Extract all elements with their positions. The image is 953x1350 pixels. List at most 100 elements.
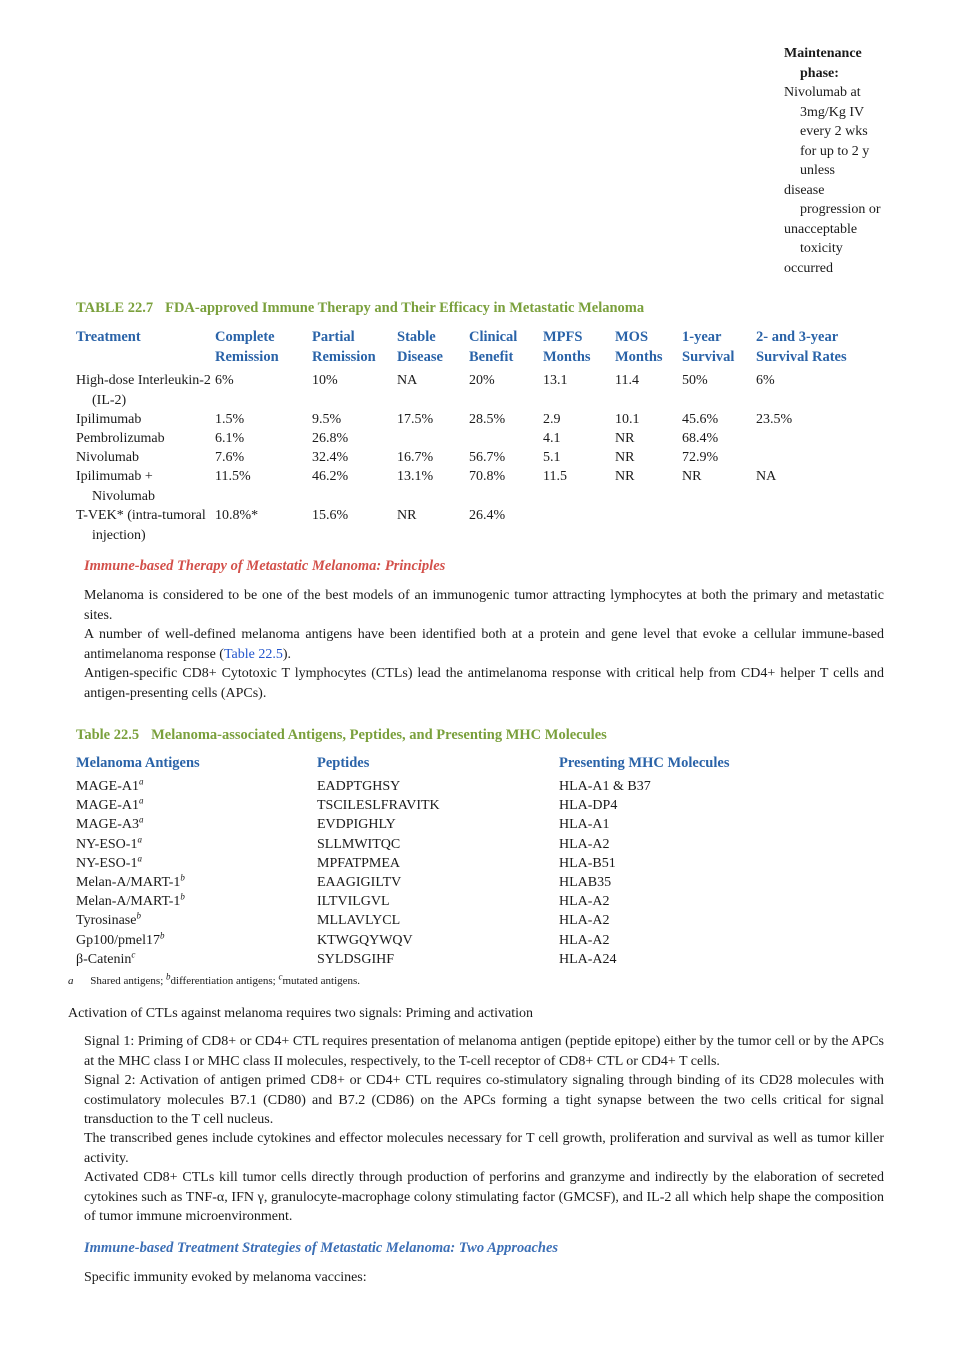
maintenance-line: Nivolumab at	[784, 85, 861, 100]
table-22-7-treatment-cell: Ipilimumab	[76, 412, 142, 427]
footnote-sup-b: b	[166, 971, 171, 982]
table-22-7-cell: 11.5	[543, 469, 567, 484]
header-line-1: Stable	[397, 329, 436, 345]
strategies-paragraph-1: Specific immunity evoked by melanoma vac…	[84, 1270, 367, 1285]
table-22-7-cell: NR	[615, 450, 635, 465]
header-line-1: Clinical	[469, 329, 518, 345]
table-22-5-header: Peptides	[317, 755, 370, 771]
antigen-cell: Tyrosinaseb	[76, 911, 141, 931]
table-22-7-cell: 13.1%	[397, 469, 434, 484]
peptide-cell: ILTVILGVL	[317, 894, 390, 910]
table-22-7-cell: NA	[397, 373, 418, 388]
header-line-2: Months	[543, 349, 591, 365]
table-22-7-cell: 68.4%	[682, 431, 719, 446]
peptide-cell: KTWGQYWQV	[317, 932, 413, 948]
table-22-7-cell: 16.7%	[397, 450, 434, 465]
antigen-name: MAGE-A1	[76, 798, 139, 814]
maintenance-line: every 2 wks	[800, 124, 868, 139]
table-22-5-link[interactable]: Table 22.5	[223, 646, 283, 662]
mhc-cell: HLA-A2	[559, 894, 610, 910]
table-22-7-cell: 7.6%	[215, 450, 245, 465]
antigen-cell: NY-ESO-1a	[76, 854, 142, 874]
antigen-cell: MAGE-A3a	[76, 815, 144, 835]
footnote-sup-c: c	[278, 971, 283, 982]
antigen-cell: Gp100/pmel17b	[76, 930, 165, 951]
antigen-name: Tyrosinase	[76, 913, 137, 929]
antigen-name: MAGE-A3	[76, 817, 139, 833]
peptide-cell: SYLDSGIHF	[317, 951, 395, 967]
maintenance-line: toxicity	[800, 241, 843, 256]
table-22-5-label: Table 22.5	[76, 727, 140, 743]
table-22-7-cell: 6%	[215, 373, 234, 388]
mhc-cell: HLA-B51	[559, 855, 616, 871]
mhc-cell: HLA-A2	[559, 913, 610, 929]
antigen-cell: MAGE-A1a	[76, 796, 144, 816]
header-line-2: Survival Rates	[756, 349, 847, 365]
signal-2-paragraph: Signal 2: Activation of antigen primed C…	[84, 1073, 884, 1127]
antigen-class-marker: b	[180, 891, 185, 902]
antigen-cell: NY-ESO-1a	[76, 834, 142, 855]
antigen-name: Melan-A/MART-1	[76, 894, 181, 910]
antigen-cell: Melan-A/MART-1b	[76, 892, 185, 912]
maintenance-line: unacceptable	[784, 221, 858, 237]
header-line-1: MOS	[615, 329, 649, 345]
section-heading-principles: Immune-based Therapy of Metastatic Melan…	[84, 558, 446, 574]
header-line-1: 1-year	[682, 329, 722, 345]
table-22-7-cell: 17.5%	[397, 412, 434, 427]
table-22-7-cell: NR	[615, 431, 635, 446]
header-line-2: Benefit	[469, 349, 514, 365]
header-line-2: Disease	[397, 349, 443, 365]
maintenance-line: occurred	[784, 260, 833, 276]
section-heading-strategies: Immune-based Treatment Strategies of Met…	[84, 1240, 559, 1256]
table-22-7-cell: 15.6%	[312, 508, 349, 523]
table-22-7-cell: 10%	[312, 373, 338, 388]
maintenance-line: progression or	[800, 202, 881, 217]
table-22-7-cell: 2.9	[543, 412, 561, 427]
table-22-7-header: Treatment	[76, 327, 211, 347]
antigen-class-marker: b	[180, 872, 185, 883]
table-22-7-cell: 70.8%	[469, 469, 506, 484]
peptide-cell: MLLAVLYCL	[317, 913, 401, 929]
table-22-7-cell: 26.8%	[312, 431, 349, 446]
header-line-2: Remission	[312, 349, 376, 365]
table-22-7-cell: 1.5%	[215, 412, 245, 427]
peptide-cell: TSCILESLFRAVITK	[317, 798, 440, 814]
table-22-7-title: FDA-approved Immune Therapy and Their Ef…	[165, 300, 645, 316]
mhc-cell: HLA-A1 & B37	[559, 779, 651, 794]
table-22-7-caption: TABLE 22.7 FDA-approved Immune Therapy an…	[76, 300, 644, 317]
header-line-1: Complete	[215, 329, 275, 345]
principles-p2-text: A number of well-defined melanoma antige…	[84, 627, 884, 662]
table-22-7-cell: 6%	[756, 373, 775, 388]
header-line-1: Partial	[312, 329, 355, 345]
mhc-cell: HLA-A24	[559, 951, 617, 967]
table-22-7-cell: 26.4%	[469, 508, 506, 523]
table-22-7-label: TABLE 22.7	[76, 300, 154, 316]
table-22-7-cell: 45.6%	[682, 412, 719, 427]
peptide-cell: EAAGIGILTV	[317, 875, 402, 890]
antigen-name: Gp100/pmel17	[76, 932, 160, 948]
antigen-cell: Melan-A/MART-1b	[76, 873, 185, 893]
table-22-7-header: MOS Months	[615, 327, 680, 367]
maintenance-line: 3mg/Kg IV	[800, 104, 865, 120]
maintenance-line: disease	[784, 182, 825, 198]
antigen-class-marker: c	[131, 949, 136, 960]
antigen-class-marker: b	[136, 910, 141, 921]
antigen-name: NY-ESO-1	[76, 855, 138, 871]
table-22-5-footnote: a Shared antigens; bdifferentiation anti…	[68, 972, 360, 987]
transcribed-genes-paragraph: The transcribed genes include cytokines …	[84, 1131, 884, 1166]
antigen-class-marker: a	[137, 853, 142, 864]
antigen-class-marker: a	[139, 795, 144, 806]
maintenance-line: unless	[800, 163, 835, 178]
header-line-2: Months	[615, 349, 663, 365]
table-22-5-header: Presenting MHC Molecules	[559, 755, 730, 771]
table-22-7-cell: 46.2%	[312, 469, 349, 484]
table-22-7-cell: 13.1	[543, 373, 568, 388]
mhc-cell: HLA-A2	[559, 836, 610, 852]
peptide-cell: SLLMWITQC	[317, 836, 401, 852]
